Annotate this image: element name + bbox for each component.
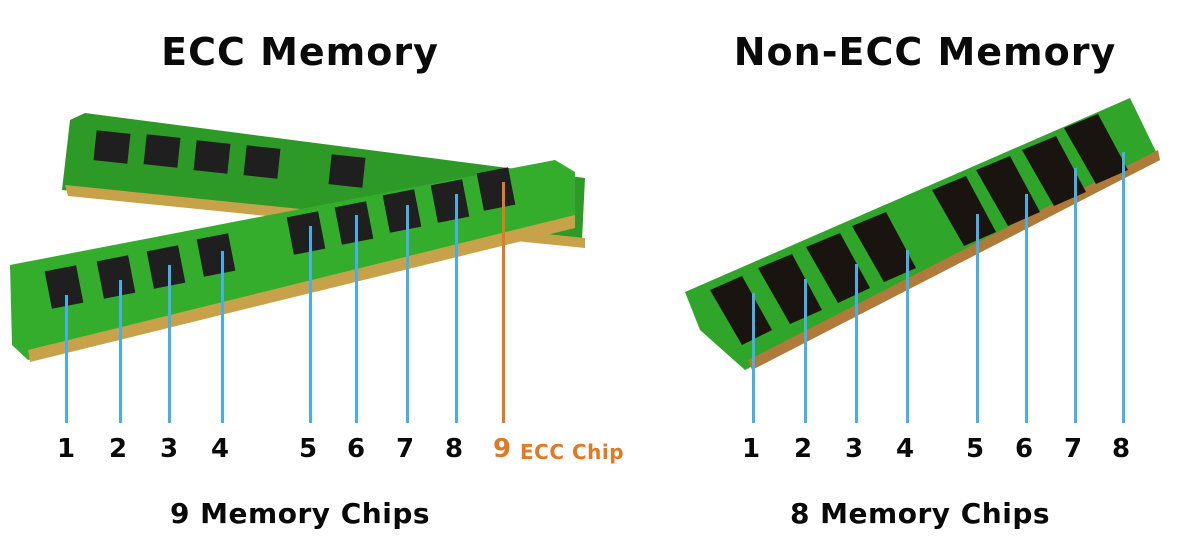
ecc-pointer-line-5 [309,226,312,423]
non-ecc-chip-number-8: 8 [1111,434,1131,464]
ecc-chip-number-5: 5 [298,434,318,464]
ecc-chip-label: ECC Chip [520,440,625,464]
non-ecc-pointer-line-2 [804,279,807,423]
non-ecc-pointer-line-6 [1025,194,1028,423]
non-ecc-chip-number-6: 6 [1014,434,1034,464]
non-ecc-chip-number-7: 7 [1063,434,1083,464]
ecc-memory-title: ECC Memory [161,30,439,74]
non-ecc-pointer-line-4 [906,250,909,423]
non-ecc-pointer-line-8 [1122,152,1125,423]
non-ecc-chip-number-1: 1 [741,434,761,464]
ecc-pointer-line-8 [455,194,458,423]
ecc-chip-number-7: 7 [395,434,415,464]
ecc-pointer-line-1 [65,295,68,423]
ecc-front-stick [10,160,575,362]
ecc-chip-number-4: 4 [210,434,230,464]
ecc-pointer-line-3 [168,265,171,423]
non-ecc-chip-count-label: 8 Memory Chips [789,497,1051,530]
non-ecc-chip-number-3: 3 [844,434,864,464]
ecc-pointer-line-2 [119,280,122,423]
non-ecc-pointer-line-1 [752,293,755,423]
non-ecc-memory-title: Non-ECC Memory [733,30,1117,74]
non-ecc-chip-number-4: 4 [895,434,915,464]
ecc-pointer-line-9 [502,182,505,423]
ecc-pointer-line-4 [221,251,224,423]
non-ecc-pointer-line-5 [976,214,979,423]
ecc-chip-number-9: 9 [492,434,512,464]
non-ecc-pointer-line-3 [855,264,858,423]
ecc-pointer-line-7 [406,205,409,423]
ecc-pointer-line-6 [355,215,358,423]
ecc-chip-number-2: 2 [108,434,128,464]
ecc-chip-number-1: 1 [56,434,76,464]
ecc-chip-count-label: 9 Memory Chips [169,497,431,530]
non-ecc-pointer-line-7 [1074,168,1077,423]
ecc-chip-number-6: 6 [346,434,366,464]
ecc-chip-number-8: 8 [444,434,464,464]
non-ecc-stick [685,98,1160,370]
non-ecc-chip-number-5: 5 [965,434,985,464]
ecc-chip-number-3: 3 [159,434,179,464]
non-ecc-chip-number-2: 2 [793,434,813,464]
